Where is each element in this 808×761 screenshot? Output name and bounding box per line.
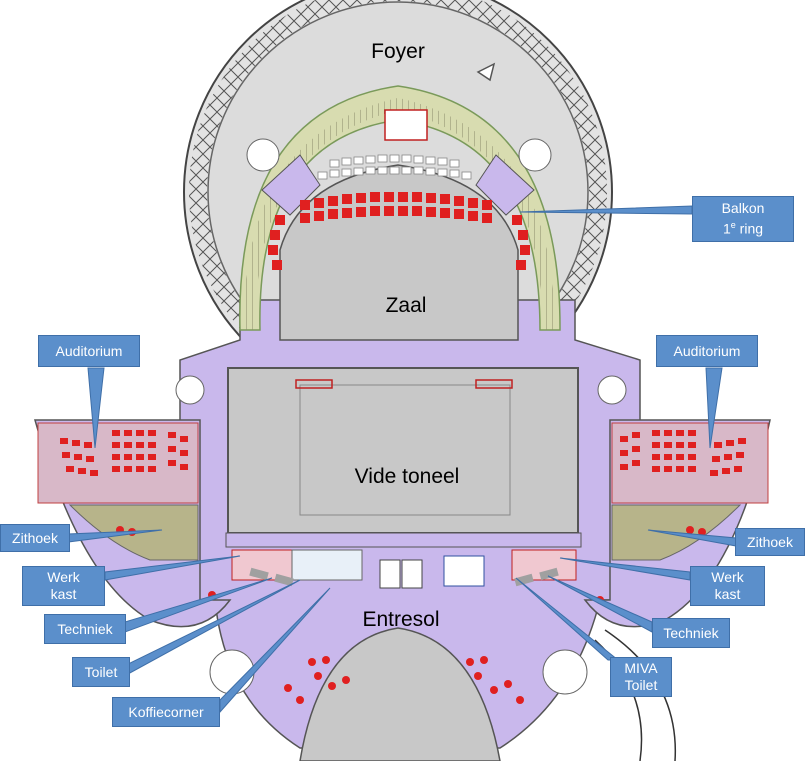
- callout-balkon: Balkon 1e ring: [692, 196, 794, 242]
- callout-zithoek-right: Zithoek: [735, 528, 805, 556]
- zone-label-vide-toneel: Vide toneel: [354, 465, 460, 488]
- vide-toneel-stage: [225, 367, 582, 548]
- callout-auditorium-left: Auditorium: [38, 335, 140, 367]
- callout-werkkast-left: Werk kast: [22, 566, 105, 606]
- auditorium-left-seats: [60, 430, 188, 476]
- callout-werkkast-right: Werk kast: [690, 566, 765, 606]
- zone-label-entresol: Entresol: [362, 608, 440, 631]
- balcony-red-seats: [268, 192, 530, 270]
- callout-balkon-line1: Balkon: [721, 200, 765, 217]
- zaal-hall: [279, 164, 519, 341]
- callout-zithoek-left: Zithoek: [0, 524, 70, 552]
- callout-miva-toilet: MIVA Toilet: [610, 657, 672, 697]
- service-core: [231, 549, 577, 589]
- callout-auditorium-right: Auditorium: [656, 335, 758, 367]
- callout-techniek-left: Techniek: [44, 614, 126, 644]
- auditorium-right-seats: [620, 430, 746, 476]
- zone-label-zaal: Zaal: [385, 294, 427, 317]
- zone-label-foyer: Foyer: [371, 40, 425, 63]
- callout-leaders: [67, 205, 737, 714]
- callout-koffiecorner: Koffiecorner: [112, 697, 220, 727]
- triangle-marker-icon: [476, 62, 496, 82]
- entresol-lower-bowl: [299, 627, 501, 761]
- callout-balkon-line2: 1e ring: [722, 220, 764, 237]
- balcony-ring: [239, 85, 561, 331]
- callout-techniek-right: Techniek: [652, 618, 730, 648]
- callout-toilet: Toilet: [72, 657, 130, 687]
- balcony-white-seats: [317, 154, 472, 180]
